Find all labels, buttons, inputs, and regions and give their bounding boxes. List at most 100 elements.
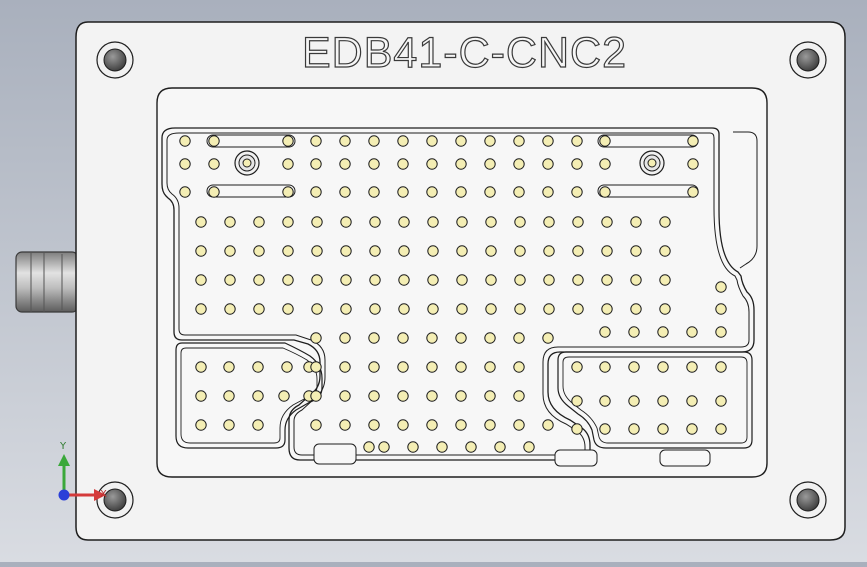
- screw-head-icon: [96, 481, 134, 519]
- locating-post-left: [234, 150, 260, 176]
- contact-pin: [436, 441, 448, 453]
- contact-pin: [369, 274, 381, 286]
- contact-pin: [513, 419, 525, 431]
- contact-pin: [339, 135, 351, 147]
- contact-pin: [543, 303, 555, 315]
- contact-pin: [514, 216, 526, 228]
- contact-pin: [599, 326, 611, 338]
- contact-pin: [514, 303, 526, 315]
- contact-pin: [195, 390, 207, 402]
- contact-pin: [455, 361, 467, 373]
- contact-pin: [599, 135, 611, 147]
- contact-pin: [310, 186, 322, 198]
- contact-pin: [368, 186, 380, 198]
- contact-pin: [715, 281, 727, 293]
- contact-pin: [630, 303, 642, 315]
- contact-pin: [208, 158, 220, 170]
- contact-pin: [339, 361, 351, 373]
- contact-pin: [179, 135, 191, 147]
- contact-pin: [282, 186, 294, 198]
- contact-pin: [542, 186, 554, 198]
- contact-pin: [657, 395, 669, 407]
- contact-pin: [339, 390, 351, 402]
- contact-pin: [456, 303, 468, 315]
- contact-pin: [484, 186, 496, 198]
- contact-pin: [513, 390, 525, 402]
- contact-pin: [339, 332, 351, 344]
- contact-pin: [310, 361, 322, 373]
- part-title: EDB41-C-CNC2: [301, 29, 628, 77]
- contact-pin: [339, 158, 351, 170]
- contact-pin: [426, 158, 438, 170]
- contact-pin: [686, 423, 698, 435]
- contact-pin: [195, 245, 207, 257]
- contact-pin: [282, 303, 294, 315]
- contact-pin: [686, 395, 698, 407]
- contact-pin: [601, 245, 613, 257]
- contact-pin: [513, 135, 525, 147]
- contact-pin: [465, 441, 477, 453]
- contact-pin: [543, 245, 555, 257]
- contact-pin: [571, 135, 583, 147]
- contact-pin: [484, 158, 496, 170]
- contact-pin: [456, 274, 468, 286]
- contact-pin: [368, 361, 380, 373]
- contact-pin: [715, 423, 727, 435]
- contact-pin: [628, 326, 640, 338]
- contact-pin: [630, 216, 642, 228]
- contact-pin: [427, 245, 439, 257]
- contact-pin: [686, 361, 698, 373]
- contact-pin: [368, 135, 380, 147]
- contact-pin: [398, 274, 410, 286]
- contact-pin: [456, 245, 468, 257]
- contact-pin: [513, 332, 525, 344]
- contact-pin: [426, 135, 438, 147]
- contact-pin: [282, 216, 294, 228]
- contact-pin: [630, 245, 642, 257]
- contact-pin: [426, 186, 438, 198]
- contact-pin: [407, 441, 419, 453]
- contact-pin: [630, 274, 642, 286]
- contact-pin: [398, 245, 410, 257]
- contact-pin: [628, 423, 640, 435]
- contact-pin: [311, 245, 323, 257]
- contact-pin: [426, 361, 438, 373]
- contact-pin: [601, 216, 613, 228]
- contact-pin: [195, 419, 207, 431]
- contact-pin: [494, 441, 506, 453]
- contact-pin: [514, 245, 526, 257]
- contact-pin: [427, 274, 439, 286]
- side-relief-slot: [733, 131, 758, 269]
- contact-pin: [543, 216, 555, 228]
- contact-pin: [455, 390, 467, 402]
- contact-pin: [628, 395, 640, 407]
- contact-pin: [571, 423, 583, 435]
- contact-pin: [484, 135, 496, 147]
- contact-pin: [195, 274, 207, 286]
- contact-pin: [687, 186, 699, 198]
- contact-pin: [715, 326, 727, 338]
- contact-pin: [513, 158, 525, 170]
- contact-pin: [195, 361, 207, 373]
- contact-pin: [368, 390, 380, 402]
- circular-connector-icon: [15, 251, 79, 313]
- contact-pin: [514, 274, 526, 286]
- triad-y-label: Y: [60, 441, 67, 452]
- contact-pin: [252, 361, 264, 373]
- screw-head-icon: [789, 41, 827, 79]
- contact-pin: [397, 332, 409, 344]
- contact-pin: [455, 135, 467, 147]
- contact-pin: [282, 274, 294, 286]
- contact-pin: [455, 332, 467, 344]
- contact-pin: [282, 135, 294, 147]
- contact-pin: [628, 361, 640, 373]
- contact-pin: [195, 216, 207, 228]
- contact-pin: [484, 390, 496, 402]
- contact-pin: [715, 361, 727, 373]
- contact-pin-array: [179, 135, 727, 453]
- contact-pin: [601, 303, 613, 315]
- contact-pin: [599, 361, 611, 373]
- contact-pin: [208, 135, 220, 147]
